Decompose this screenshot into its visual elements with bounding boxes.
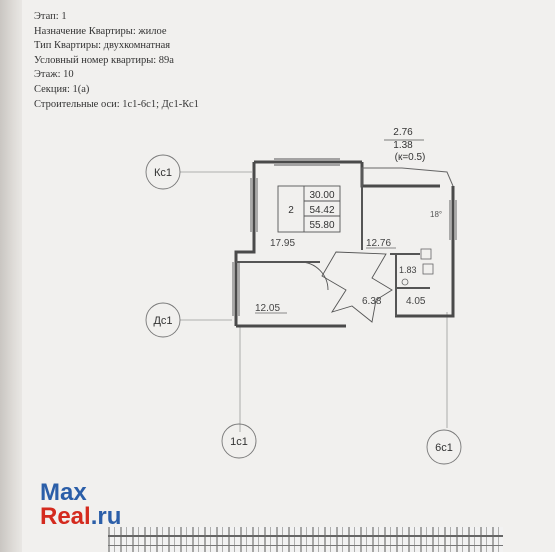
watermark-realty: Real.ru xyxy=(40,505,121,529)
info-section: Секция: 1(а) xyxy=(34,83,90,95)
floor-overview-line-bottom xyxy=(108,545,503,546)
document-sheet xyxy=(22,0,555,552)
info-axes: Строительные оси: 1с1-6с1; Дс1-Кс1 xyxy=(34,98,199,110)
watermark-ru: .ru xyxy=(90,503,122,530)
info-stage: Этап: 1 xyxy=(34,11,67,22)
room-areas: 17.95 12.76 12.05 6.38 4.05 1.83 xyxy=(255,238,426,314)
area-room-small: 12.05 xyxy=(255,303,280,314)
info-number: Условный номер квартиры: 89а xyxy=(34,54,174,66)
summary-with-balcony: 55.80 xyxy=(309,220,334,231)
balcony-outline xyxy=(361,167,454,187)
floor-overview-line-top xyxy=(108,535,503,537)
axis-label-dc1: Дс1 xyxy=(153,315,172,327)
inner-walls xyxy=(236,186,430,316)
door-swings xyxy=(299,251,393,323)
kitchen-fixtures xyxy=(401,248,434,286)
info-floor: Этаж: 10 xyxy=(34,69,74,81)
balcony-coef: (к=0.5) xyxy=(395,152,426,163)
watermark-real: Real xyxy=(40,503,91,530)
axis-lines xyxy=(180,171,448,432)
area-hall: 6.38 xyxy=(362,296,382,307)
balcony-area-note: 2.76 1.38 (к=0.5) xyxy=(384,127,425,163)
area-wc: 1.83 xyxy=(399,265,417,275)
window-marks xyxy=(232,158,457,316)
summary-rooms: 2 xyxy=(288,205,294,216)
axis-bubble-6c1: 6с1 xyxy=(426,429,462,465)
axis-bubble-kc1: Кс1 xyxy=(145,154,181,190)
axis-label-1c1: 1с1 xyxy=(230,436,248,448)
axis-bubble-dc1: Дс1 xyxy=(145,302,181,338)
area-room-big: 17.95 xyxy=(270,238,295,249)
balcony-reduced: 1.38 xyxy=(393,140,413,151)
page-binding-shadow xyxy=(0,0,22,552)
info-purpose: Назначение Квартиры: жилое xyxy=(34,25,167,37)
watermark-max: Max xyxy=(40,479,87,506)
floor-overview-strip xyxy=(108,527,503,552)
apartment-info-list: Этап: 1 Назначение Квартиры: жилое Тип К… xyxy=(34,10,199,112)
summary-table: 2 30.00 54.42 55.80 xyxy=(277,185,341,233)
info-type: Тип Квартиры: двухкомнатная xyxy=(34,40,171,52)
area-underlines xyxy=(255,247,396,314)
area-kitchen: 12.76 xyxy=(366,238,391,249)
axis-label-kc1: Кс1 xyxy=(154,167,172,179)
area-bath: 4.05 xyxy=(406,296,426,307)
fixture-label: 18° xyxy=(430,210,442,219)
summary-living: 30.00 xyxy=(309,190,334,201)
summary-total: 54.42 xyxy=(309,205,334,216)
balcony-area: 2.76 xyxy=(393,127,413,138)
axis-bubble-1c1: 1с1 xyxy=(221,423,257,459)
axis-label-6c1: 6с1 xyxy=(435,442,453,454)
